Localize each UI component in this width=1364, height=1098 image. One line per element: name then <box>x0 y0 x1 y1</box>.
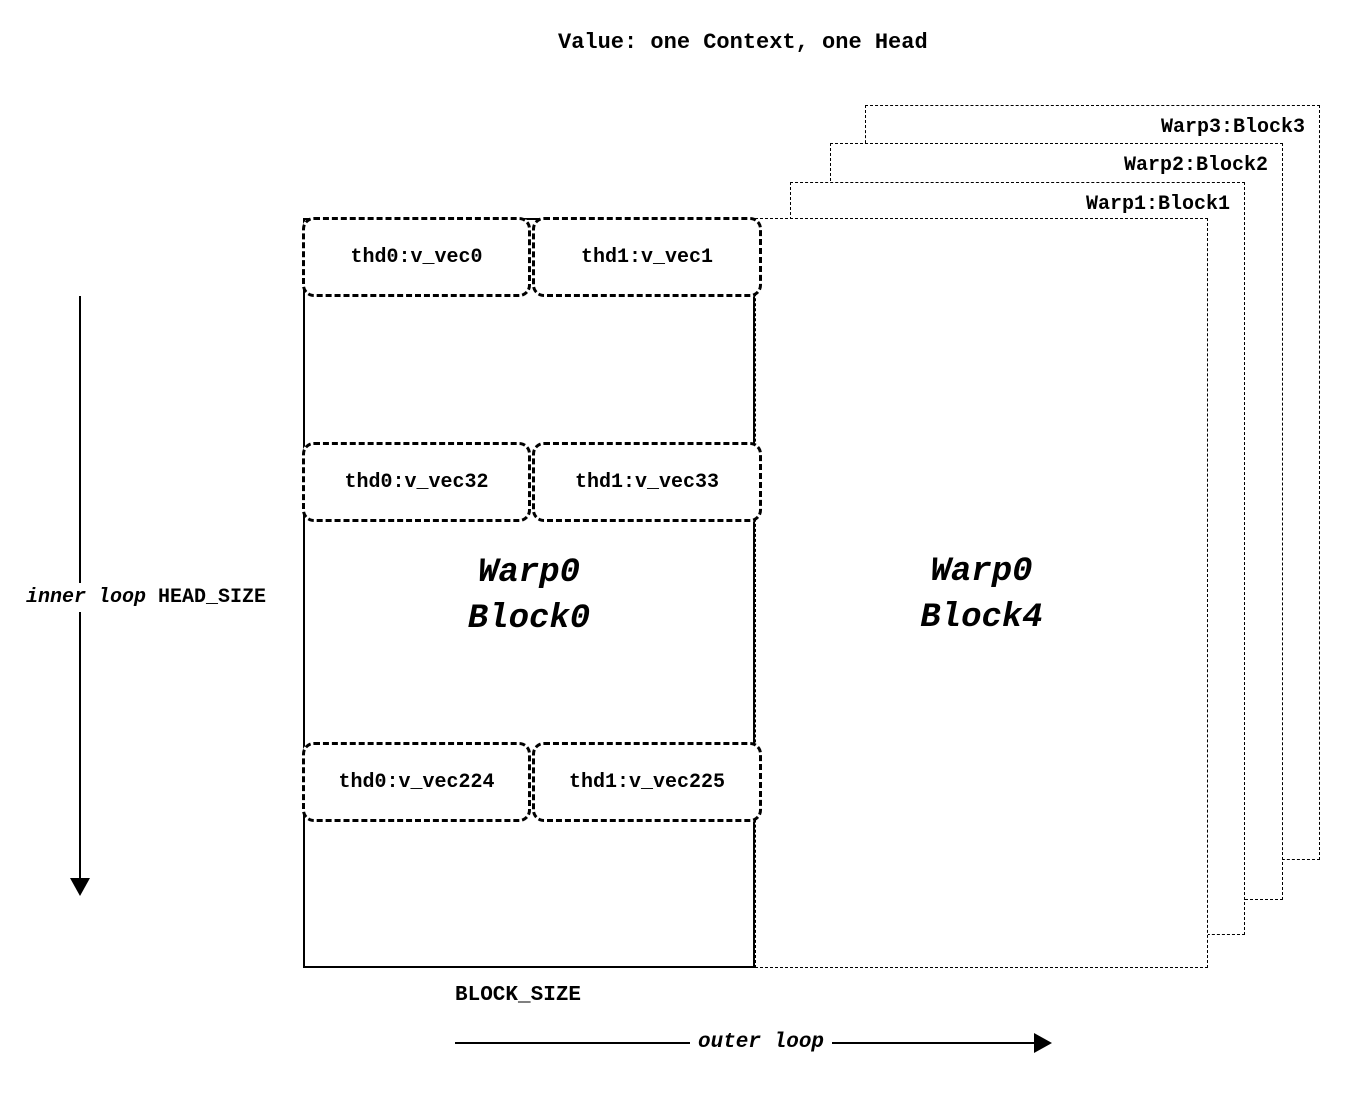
thread-cell: thd0:v_vec224 <box>302 742 531 822</box>
outer-loop-arrow-right-icon <box>1034 1033 1052 1053</box>
block0-label-line1: Warp0 <box>477 554 581 592</box>
block0-label-line2: Block0 <box>467 600 591 638</box>
warp0-block4-label: Warp0 Block4 <box>756 549 1207 641</box>
block4-label-line1: Warp0 <box>930 553 1033 591</box>
block4-label-line2: Block4 <box>920 599 1043 637</box>
head-size-text: HEAD_SIZE <box>158 586 267 609</box>
outer-loop-axis-label: outer loop <box>690 1031 833 1054</box>
inner-loop-arrow-down-icon <box>70 878 90 896</box>
inner-loop-axis-label: inner loop HEAD_SIZE <box>24 583 269 612</box>
warp3-block3-label: Warp3:Block3 <box>1160 116 1305 139</box>
warp0-block0-label: Warp0 Block0 <box>305 550 753 642</box>
diagram-title: Value: one Context, one Head <box>558 30 928 55</box>
thread-cell: thd1:v_vec1 <box>532 217 762 297</box>
thread-cell: thd0:v_vec32 <box>302 442 531 522</box>
thread-cell: thd1:v_vec33 <box>532 442 762 522</box>
warp0-block0-rect: thd0:v_vec0 thd1:v_vec1 thd0:v_vec32 thd… <box>302 217 762 968</box>
thread-cell: thd1:v_vec225 <box>532 742 762 822</box>
inner-loop-text: inner loop <box>26 586 147 609</box>
warp2-block2-label: Warp2:Block2 <box>1123 154 1268 177</box>
thread-cell: thd0:v_vec0 <box>302 217 531 297</box>
warp0-block4-rect: Warp0 Block4 <box>755 218 1208 968</box>
warp1-block1-label: Warp1:Block1 <box>1085 193 1230 216</box>
block-size-label: BLOCK_SIZE <box>455 984 582 1007</box>
